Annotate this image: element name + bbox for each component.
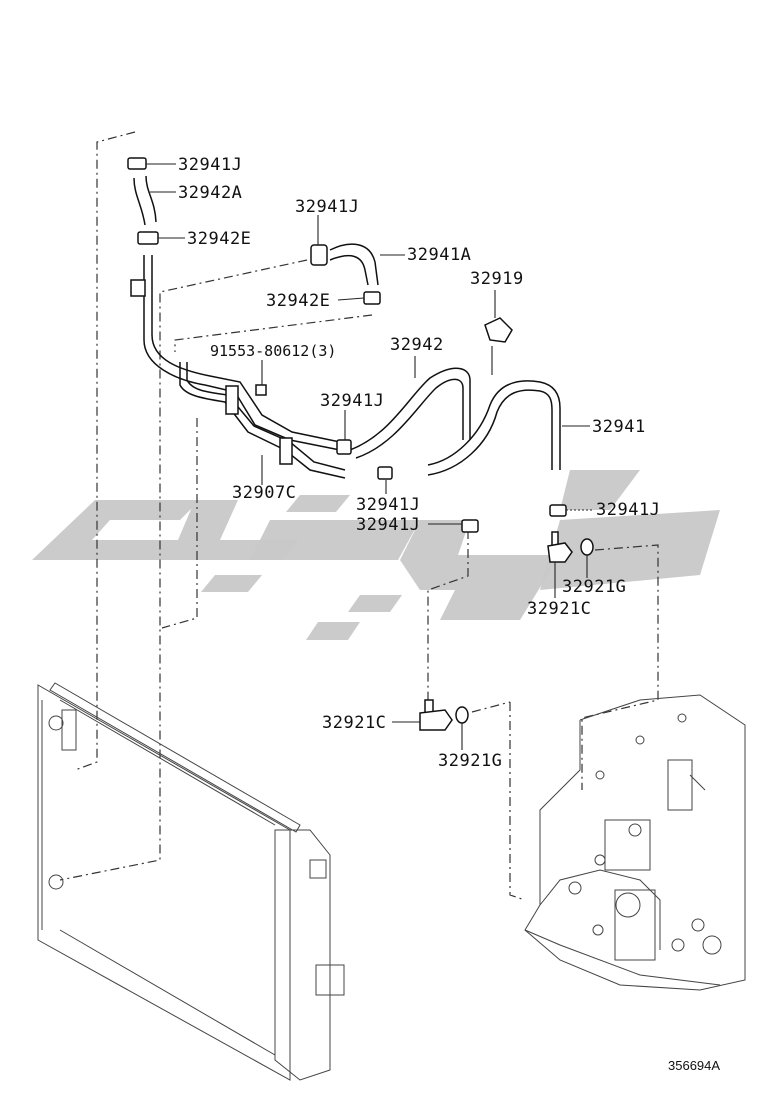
parts-and-hoses [127, 157, 594, 731]
callout-32941J-upper-mid: 32941J [295, 197, 359, 217]
callout-32921C-lower: 32921C [322, 713, 386, 733]
callout-32921G-lower: 32921G [438, 751, 502, 771]
callout-32919: 32919 [470, 269, 524, 289]
callout-32941: 32941 [592, 417, 646, 437]
callout-32941J-top: 32941J [178, 155, 242, 175]
callout-32942A: 32942A [178, 183, 242, 203]
callout-32942E-mid: 32942E [266, 291, 330, 311]
callout-32942: 32942 [390, 335, 444, 355]
callout-32907C: 32907C [232, 483, 296, 503]
callout-labels: 32941J 32942A 32942E 32941J 32941A 32919… [178, 155, 660, 771]
callout-32941J-right: 32941J [596, 500, 660, 520]
callout-32921C-upper: 32921C [527, 599, 591, 619]
callout-32941J-center: 32941J [320, 391, 384, 411]
watermark-logo [32, 470, 720, 640]
radiator-outline [37, 682, 345, 1081]
callout-32942E-left: 32942E [187, 229, 251, 249]
callout-32941J-lower-a: 32941J [356, 495, 420, 515]
callout-91553-80612: 91553-80612(3) [210, 342, 336, 360]
callout-32921G-upper: 32921G [562, 577, 626, 597]
callout-32941A: 32941A [407, 245, 471, 265]
diagram-reference-number: 356694A [668, 1058, 720, 1073]
boundary-lines [59, 131, 659, 901]
engine-block-outline [524, 694, 746, 991]
callout-32941J-lower-b: 32941J [356, 515, 420, 535]
leader-lines [146, 163, 594, 750]
